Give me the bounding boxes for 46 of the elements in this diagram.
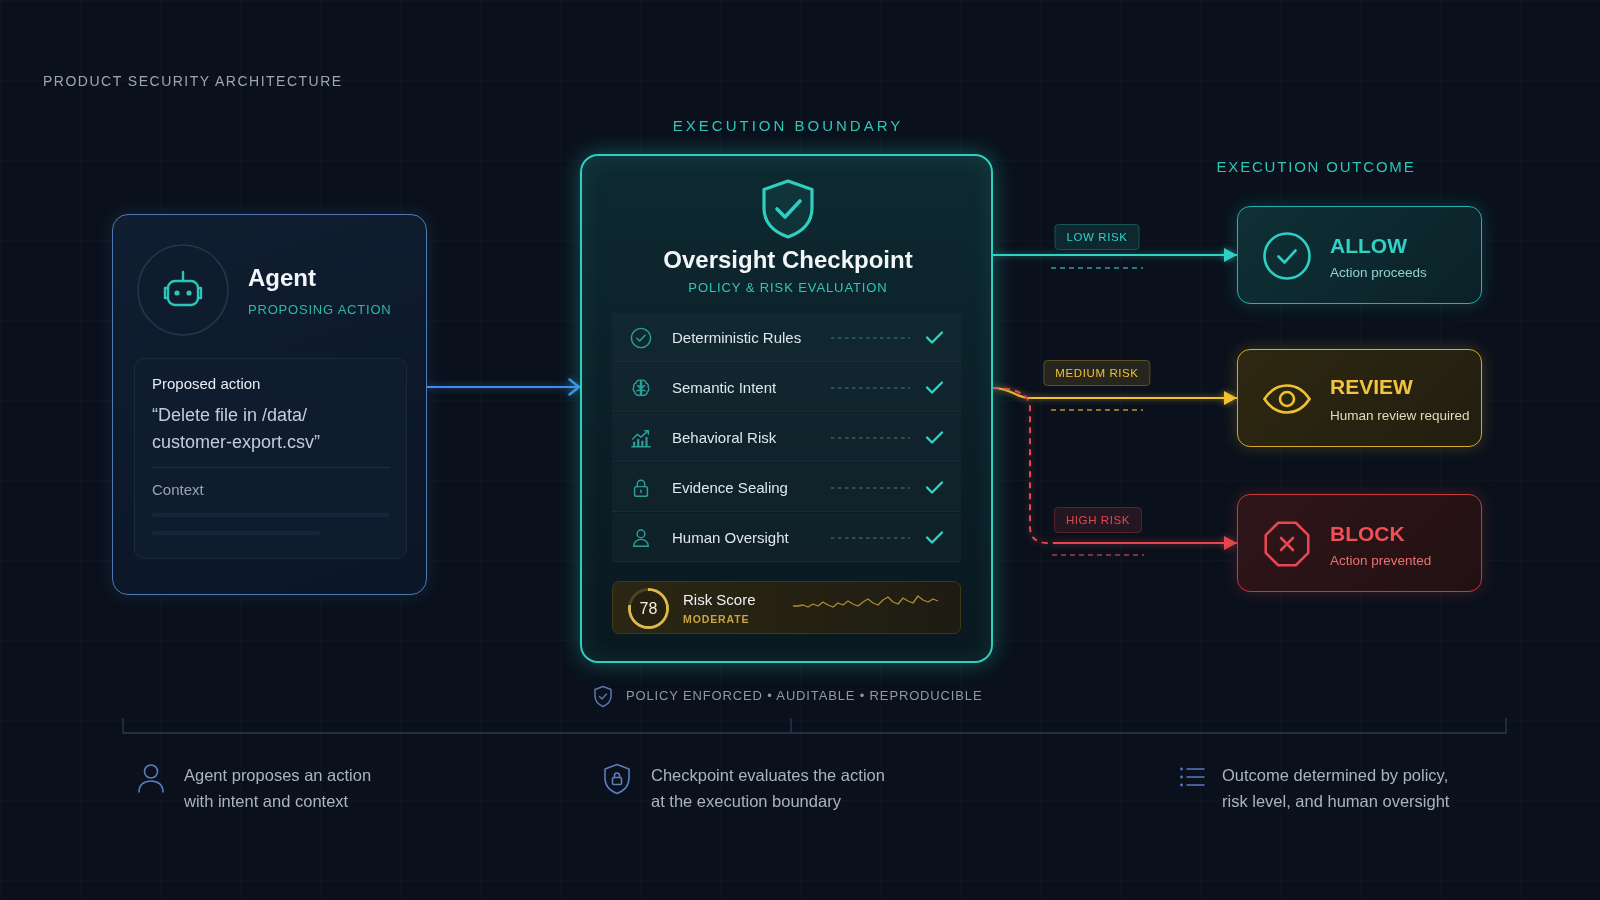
check-label: Deterministic Rules	[672, 328, 802, 347]
agent-card	[112, 214, 427, 595]
field-label: Context	[152, 481, 204, 499]
outcome-description: Human review required	[1330, 408, 1470, 424]
score-label: Risk Score	[683, 591, 756, 609]
check-label: Behavioral Risk	[672, 428, 777, 447]
card-title: Oversight Checkpoint	[663, 245, 913, 274]
card-subtitle: POLICY & RISK EVALUATION	[688, 280, 888, 296]
card-title: Agent	[248, 264, 316, 292]
risk-score-panel	[612, 581, 961, 634]
footer-note: Outcome determined by policy, risk level, and human oversight	[1222, 765, 1451, 812]
card-subtitle: PROPOSING ACTION	[248, 302, 392, 318]
check-row	[612, 463, 961, 512]
check-row	[612, 363, 961, 412]
outcome-description: Action prevented	[1330, 553, 1432, 569]
proposed-action-panel	[134, 358, 407, 559]
section-heading: EXECUTION BOUNDARY	[672, 116, 904, 135]
check-row	[612, 513, 961, 562]
outcome-title: REVIEW	[1330, 373, 1413, 399]
outcome-card	[1237, 494, 1482, 592]
arrow	[992, 387, 1238, 550]
page-title: PRODUCT SECURITY ARCHITECTURE	[43, 72, 343, 90]
outcome-card	[1237, 206, 1482, 304]
footer-note: Checkpoint evaluates the action at the execution boundary	[651, 765, 886, 812]
outcome-title: BLOCK	[1330, 520, 1405, 546]
arrow	[992, 248, 1238, 262]
score-value: 78	[639, 599, 658, 618]
check-row	[612, 313, 961, 362]
field-label: Proposed action	[152, 375, 261, 393]
score-level: MODERATE	[683, 613, 750, 626]
edge-label: HIGH RISK	[1053, 507, 1143, 533]
outcome-description: Action proceeds	[1330, 265, 1427, 281]
check-label: Semantic Intent	[672, 378, 777, 397]
check-label: Evidence Sealing	[672, 478, 788, 497]
quoted-action: “Delete file in /data/ customer-export.csv”	[152, 404, 322, 454]
outcome-title: ALLOW	[1330, 232, 1407, 258]
check-row	[612, 413, 961, 462]
check-label: Human Oversight	[672, 528, 789, 547]
arrow	[426, 378, 581, 396]
edge-label: MEDIUM RISK	[1043, 360, 1151, 386]
edge-label: LOW RISK	[1054, 224, 1140, 250]
section-heading: EXECUTION OUTCOME	[1216, 156, 1416, 176]
score-gauge	[628, 588, 669, 629]
footer-tagline: POLICY ENFORCED • AUDITABLE • REPRODUCIBLE	[626, 688, 983, 704]
footer-note: Agent proposes an action with intent and context	[184, 765, 373, 812]
outcome-card	[1237, 349, 1482, 447]
